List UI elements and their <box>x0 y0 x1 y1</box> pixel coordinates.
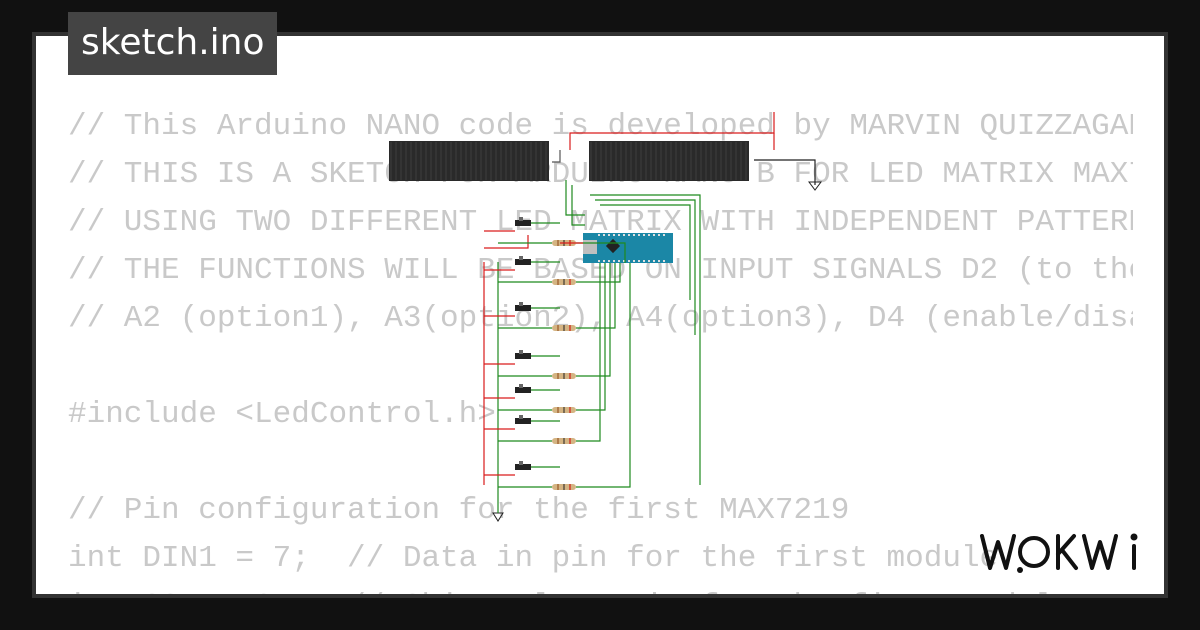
slide-switch <box>515 387 531 393</box>
wire <box>552 150 561 163</box>
wokwi-logo <box>980 533 1138 573</box>
code-line: // USING TWO DIFFERENT LED MATRIX WITH I… <box>68 205 1133 240</box>
code-line: int CS1 = 6; // Chip select pin for the … <box>68 583 1133 594</box>
slide-switch <box>515 305 531 311</box>
wire <box>576 242 626 263</box>
slide-switch <box>515 220 531 226</box>
filename-tab: sketch.ino <box>68 12 278 75</box>
wire <box>576 263 606 411</box>
ground-symbol <box>492 512 504 522</box>
board-pin <box>618 234 620 236</box>
board-pin <box>618 260 620 262</box>
board-pin <box>633 260 635 262</box>
board-pin <box>598 234 600 236</box>
code-line: // THIS IS A SKETCH FOR ARDUINO NANO B F… <box>68 157 1133 192</box>
wire <box>484 235 529 249</box>
switch-knob <box>519 350 523 354</box>
board-pin <box>643 260 645 262</box>
board-pin <box>663 234 665 236</box>
board-pin <box>658 260 660 262</box>
board-pin <box>633 234 635 236</box>
board-pin <box>598 260 600 262</box>
board-pin <box>658 234 660 236</box>
board-pin <box>613 260 615 262</box>
wire <box>595 199 696 335</box>
wire <box>576 263 631 488</box>
code-line: int DIN1 = 7; // Data in pin for the fir… <box>68 541 999 576</box>
board-pin <box>638 234 640 236</box>
arduino-nano-board <box>583 233 673 263</box>
board-pin <box>653 260 655 262</box>
wire <box>576 263 616 329</box>
switch-knob <box>519 256 523 260</box>
board-pin <box>628 260 630 262</box>
board-pin <box>623 234 625 236</box>
wire <box>590 194 701 485</box>
board-pin <box>603 260 605 262</box>
switch-knob <box>519 302 523 306</box>
code-line: #include <LedControl.h> <box>68 397 496 432</box>
board-pin <box>648 260 650 262</box>
board-pin <box>648 234 650 236</box>
led-matrix <box>389 141 549 181</box>
board-pin <box>608 234 610 236</box>
board-pin <box>603 234 605 236</box>
usb-connector <box>583 240 597 254</box>
switch-knob <box>519 217 523 221</box>
board-pin <box>608 260 610 262</box>
wire <box>565 180 585 216</box>
code-line: // Pin configuration for the first MAX72… <box>68 493 850 528</box>
slide-switch <box>515 464 531 470</box>
board-pin <box>623 260 625 262</box>
wire <box>576 263 611 377</box>
switch-knob <box>519 415 523 419</box>
board-pin <box>638 260 640 262</box>
board-pin <box>628 234 630 236</box>
wire <box>571 185 585 226</box>
slide-switch <box>515 353 531 359</box>
board-pin <box>663 260 665 262</box>
led-matrix <box>589 141 749 181</box>
switch-knob <box>519 384 523 388</box>
board-pin <box>613 234 615 236</box>
code-line: // THE FUNCTIONS WILL BE BASED ON INPUT … <box>68 253 1133 288</box>
switch-knob <box>519 461 523 465</box>
wire <box>754 159 816 185</box>
ground-symbol <box>808 181 822 191</box>
board-pin <box>643 234 645 236</box>
wire <box>569 112 775 150</box>
wire <box>576 263 601 442</box>
wire <box>600 204 691 300</box>
slide-switch <box>515 259 531 265</box>
wire <box>576 263 621 283</box>
slide-switch <box>515 418 531 424</box>
board-pin <box>653 234 655 236</box>
